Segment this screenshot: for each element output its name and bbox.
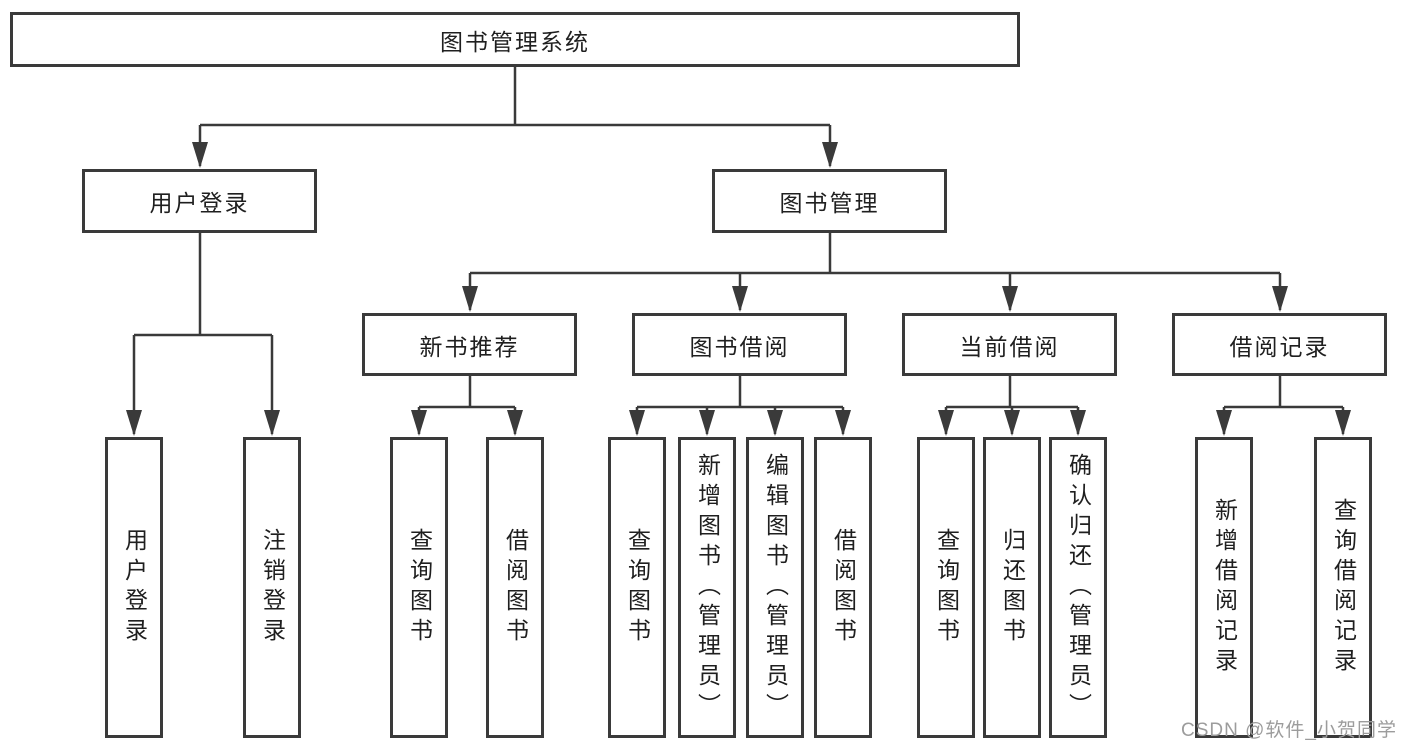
leaf-query-books-2: 查询图书 xyxy=(608,437,666,738)
leaf-add-borrow-record: 新增借阅记录 xyxy=(1195,437,1253,738)
node-current-borrowing-label: 当前借阅 xyxy=(959,333,1060,360)
node-borrowing-records: 借阅记录 xyxy=(1172,313,1387,376)
leaf-add-borrow-record-label: 新增借阅记录 xyxy=(1211,497,1238,678)
leaf-user-login-label: 用户登录 xyxy=(121,527,148,648)
connector-root-bar xyxy=(200,67,830,127)
node-root-label: 图书管理系统 xyxy=(440,28,590,55)
leaf-borrow-books-2-label: 借阅图书 xyxy=(830,527,857,648)
watermark: CSDN @软件_小贺同学 xyxy=(1181,720,1397,741)
leaf-query-books-2-label: 查询图书 xyxy=(624,527,651,648)
node-new-book-recommend: 新书推荐 xyxy=(362,313,577,376)
node-book-management: 图书管理 xyxy=(712,169,947,233)
node-user-login: 用户登录 xyxy=(82,169,317,233)
leaf-confirm-return-admin: 确认归还（管理员） xyxy=(1049,437,1107,738)
node-borrowing-records-label: 借阅记录 xyxy=(1229,333,1330,360)
leaf-add-book-admin: 新增图书（管理员） xyxy=(678,437,736,738)
connector-book-management-bar xyxy=(470,233,1280,275)
leaf-query-borrow-record-label: 查询借阅记录 xyxy=(1330,497,1357,678)
node-book-borrowing-label: 图书借阅 xyxy=(689,333,790,360)
connector-current-borrowing-bar xyxy=(946,376,1078,409)
leaf-edit-book-admin: 编辑图书（管理员） xyxy=(746,437,804,738)
leaf-edit-book-admin-label: 编辑图书（管理员） xyxy=(762,452,789,723)
leaf-confirm-return-admin-label: 确认归还（管理员） xyxy=(1065,452,1092,723)
leaf-return-books-label: 归还图书 xyxy=(999,527,1026,648)
connector-user-login-bar xyxy=(134,233,272,337)
node-current-borrowing: 当前借阅 xyxy=(902,313,1117,376)
node-new-book-recommend-label: 新书推荐 xyxy=(419,333,520,360)
leaf-return-books: 归还图书 xyxy=(983,437,1041,738)
leaf-borrow-books-2: 借阅图书 xyxy=(814,437,872,738)
leaf-borrow-books-1: 借阅图书 xyxy=(486,437,544,738)
leaf-borrow-books-1-label: 借阅图书 xyxy=(502,527,529,648)
node-book-borrowing: 图书借阅 xyxy=(632,313,847,376)
leaf-logout: 注销登录 xyxy=(243,437,301,738)
leaf-query-borrow-record: 查询借阅记录 xyxy=(1314,437,1372,738)
leaf-query-books-3-label: 查询图书 xyxy=(933,527,960,648)
leaf-user-login: 用户登录 xyxy=(105,437,163,738)
connector-book-borrowing-bar xyxy=(637,376,843,409)
leaf-query-books-3: 查询图书 xyxy=(917,437,975,738)
leaf-query-books-1-label: 查询图书 xyxy=(406,527,433,648)
leaf-logout-label: 注销登录 xyxy=(259,527,286,648)
connector-borrowing-records-bar xyxy=(1224,376,1343,409)
leaf-query-books-1: 查询图书 xyxy=(390,437,448,738)
node-user-login-label: 用户登录 xyxy=(149,190,250,216)
connector-new-book-bar xyxy=(419,376,515,409)
leaf-add-book-admin-label: 新增图书（管理员） xyxy=(694,452,721,723)
node-book-management-label: 图书管理 xyxy=(779,190,880,216)
node-root: 图书管理系统 xyxy=(10,12,1020,67)
